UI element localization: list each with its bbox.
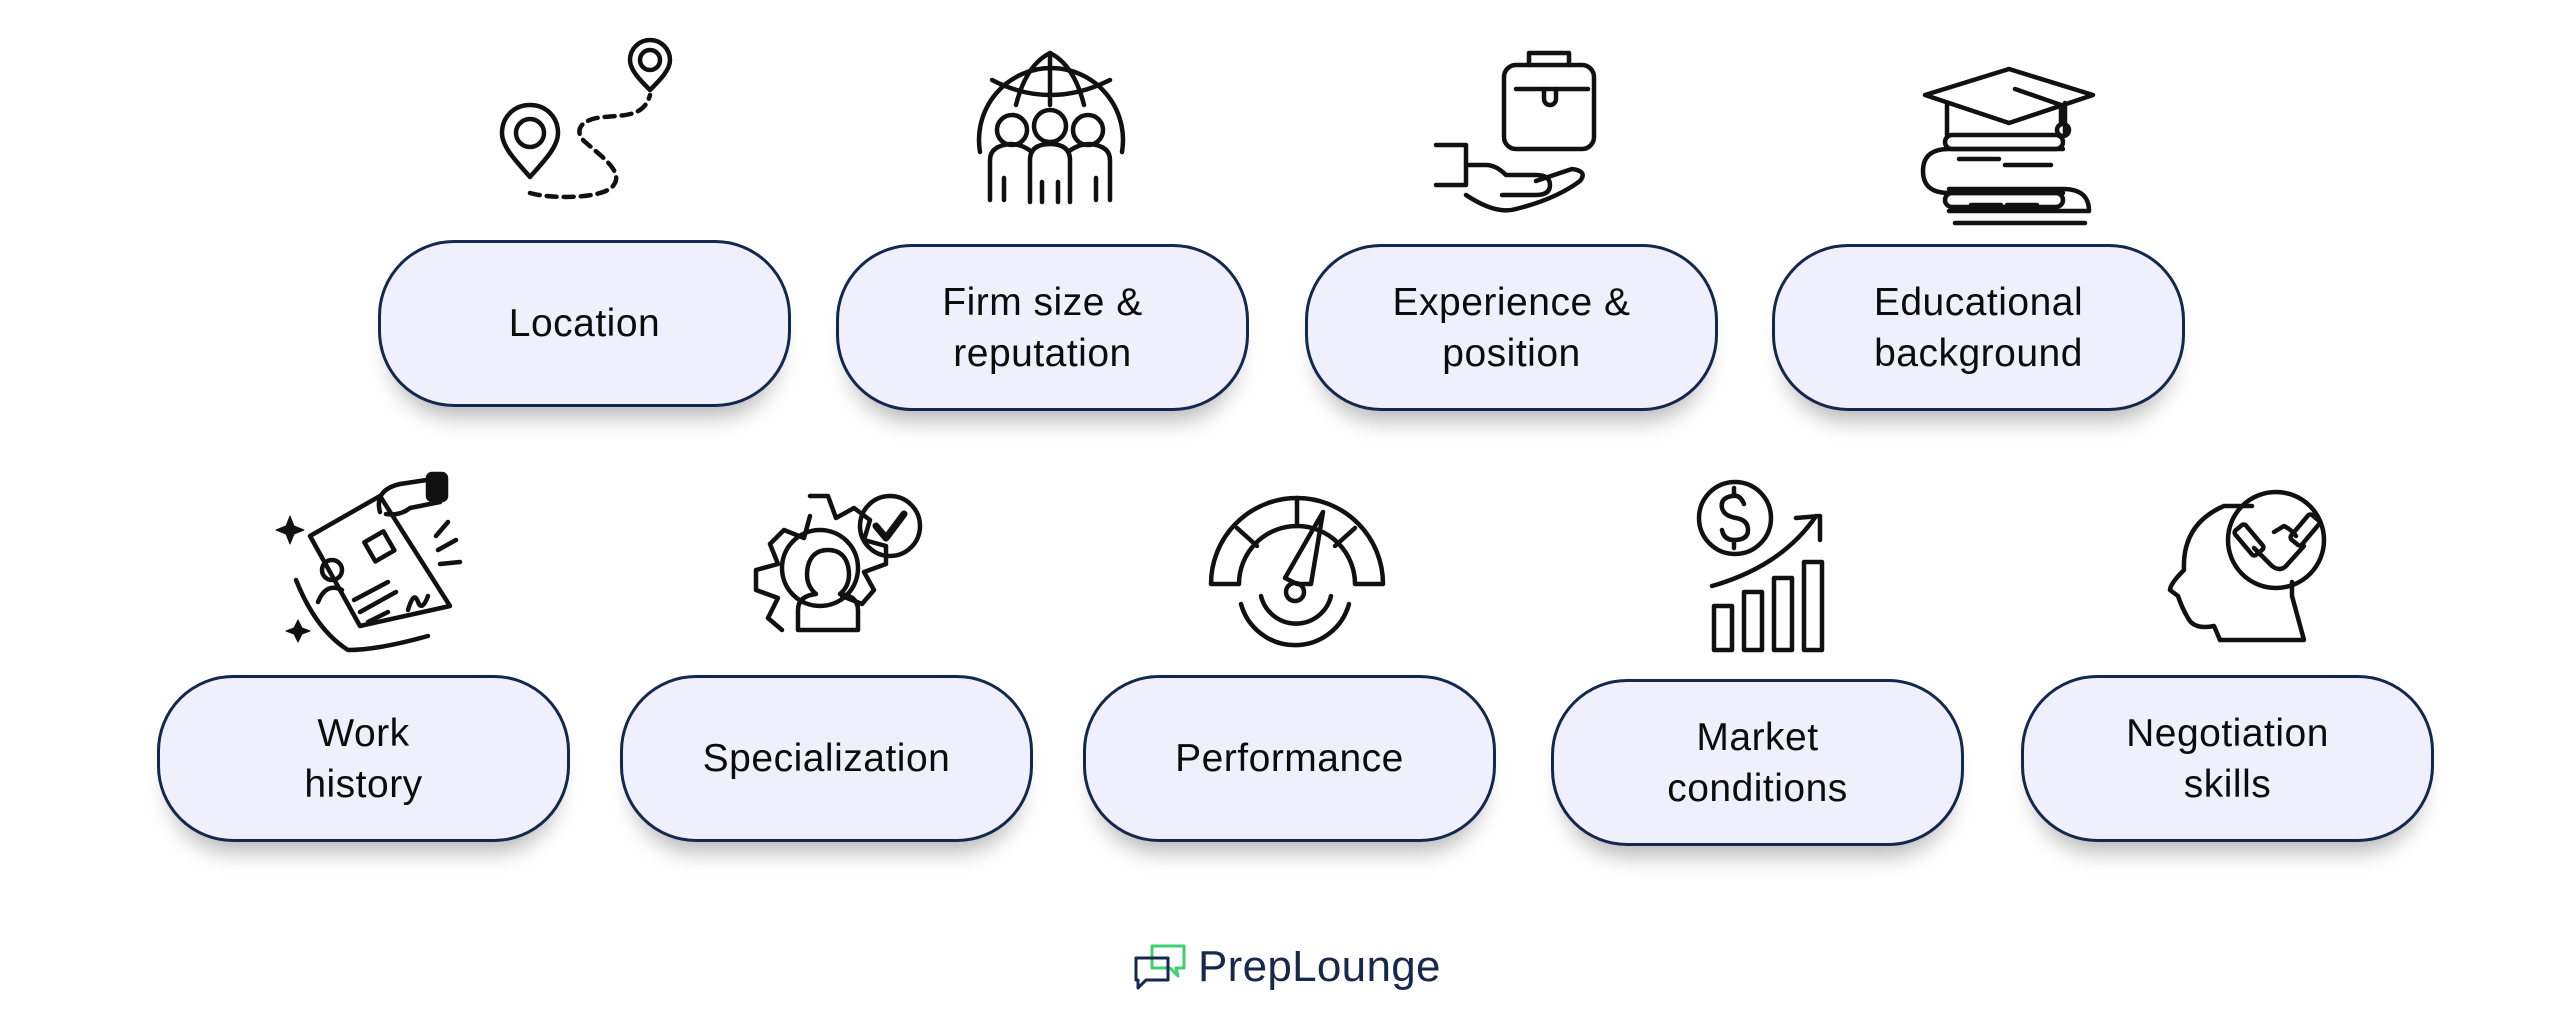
factor-card-firm-size-reputation: Firm size & reputation <box>836 244 1249 411</box>
graduation-books-icon <box>1895 55 2096 235</box>
gear-person-check-icon <box>740 490 940 670</box>
head-handshake-icon <box>2148 488 2348 668</box>
factor-card-specialization: Specialization <box>620 675 1033 842</box>
factor-label: Performance <box>1175 737 1404 780</box>
factor-card-negotiation-skills: Negotiation skills <box>2021 675 2434 842</box>
speedometer-gauge-icon <box>1205 488 1405 668</box>
hand-briefcase-icon <box>1432 45 1632 225</box>
factor-label: Market conditions <box>1667 715 1848 810</box>
route-map-pin-icon <box>490 35 690 215</box>
factor-card-performance: Performance <box>1083 675 1496 842</box>
factor-label: Location <box>508 302 661 345</box>
factor-label: Negotiation skills <box>2126 711 2329 806</box>
chat-bubbles-icon <box>1134 944 1186 990</box>
factor-card-market-conditions: Market conditions <box>1551 679 1964 846</box>
factor-label: Firm size & reputation <box>942 280 1143 375</box>
dollar-growth-chart-icon <box>1690 478 1890 658</box>
factor-label: Educational background <box>1873 280 2084 375</box>
factor-label: Work history <box>304 711 423 806</box>
factor-card-work-history: Work history <box>157 675 570 842</box>
factor-card-educational-background: Educational background <box>1772 244 2185 411</box>
factor-card-experience-position: Experience & position <box>1305 244 1718 411</box>
preplounge-logo: PrepLounge <box>1132 942 1441 992</box>
global-team-icon <box>950 40 1150 220</box>
factor-label: Specialization <box>702 737 951 780</box>
factor-card-location: Location <box>378 240 791 407</box>
brand-name: PrepLounge <box>1198 942 1441 991</box>
resume-document-icon <box>268 470 468 653</box>
factor-label: Experience & position <box>1392 280 1631 375</box>
